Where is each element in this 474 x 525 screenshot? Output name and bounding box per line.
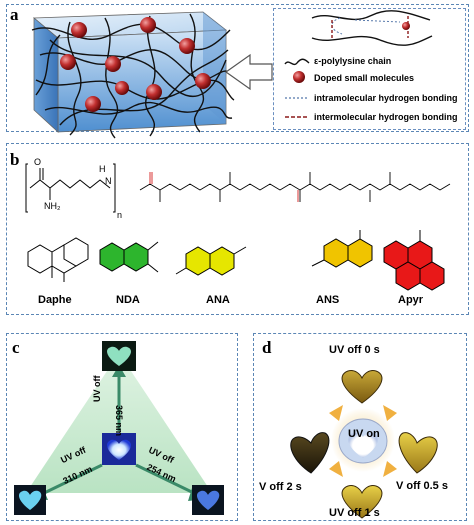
nda-structure: [99, 241, 159, 273]
molecule-label-ans: ANS: [316, 294, 340, 306]
repeat-nh2-label: NH₂: [44, 201, 61, 211]
legend-inter-label: intermolecular hydrogen bonding: [314, 112, 458, 122]
repeat-o-label: O: [34, 157, 42, 167]
repeat-n-label: N: [105, 176, 112, 186]
panel-d-label: d: [262, 338, 272, 357]
legend-ball-label: Doped small molecules: [314, 73, 415, 83]
subscript-n: n: [117, 210, 123, 220]
arrow-top-365: 365 nm: [114, 405, 124, 437]
arrow-top-uvoff: UV off: [92, 375, 102, 403]
decay-left-label: V off 2 s: [259, 481, 302, 493]
legend-intra-label: intramolecular hydrogen bonding: [314, 93, 458, 103]
panel-c-box: [6, 333, 238, 521]
panel-a-box: [6, 4, 469, 132]
hydrogen-bond-schematic: [311, 10, 433, 46]
hydrogel-cube-illustration: [31, 11, 273, 139]
decay-right-label: V off 0.5 s: [396, 480, 448, 492]
chain-legend-icon: [284, 58, 310, 66]
molecule-label-daphe: Daphe: [38, 294, 72, 306]
inter-hbond-legend-icon: [285, 116, 309, 118]
ball-legend-icon: [293, 71, 305, 83]
afterglow-decay-illustration: [290, 370, 438, 519]
panel-b-box: [6, 143, 469, 315]
uv-switching-triangle: [14, 341, 224, 515]
polylysine-structures: [25, 163, 451, 213]
decay-top-label: UV off 0 s: [329, 344, 380, 356]
molecule-label-apyr: Apyr: [398, 294, 424, 306]
decay-bottom-label: UV off 1 s: [329, 507, 380, 519]
ana-structure: [175, 246, 247, 276]
molecule-label-nda: NDA: [116, 294, 140, 306]
repeat-h-label: H: [99, 164, 106, 174]
apyr-structure: [383, 230, 445, 291]
panel-c-label: c: [12, 338, 20, 357]
intra-hbond-legend-icon: [285, 97, 309, 99]
panel-b-label: b: [10, 150, 20, 169]
daphe-structure: [27, 237, 89, 282]
molecule-label-ana: ANA: [206, 294, 230, 306]
ans-structure: [311, 230, 373, 268]
legend-chain-label: ε-polylysine chain: [314, 56, 392, 66]
panel-d-box: [253, 333, 467, 521]
decay-center-label: UV on: [348, 428, 380, 440]
panel-a-legend-box: [273, 8, 466, 130]
panel-a-label: a: [10, 5, 19, 24]
